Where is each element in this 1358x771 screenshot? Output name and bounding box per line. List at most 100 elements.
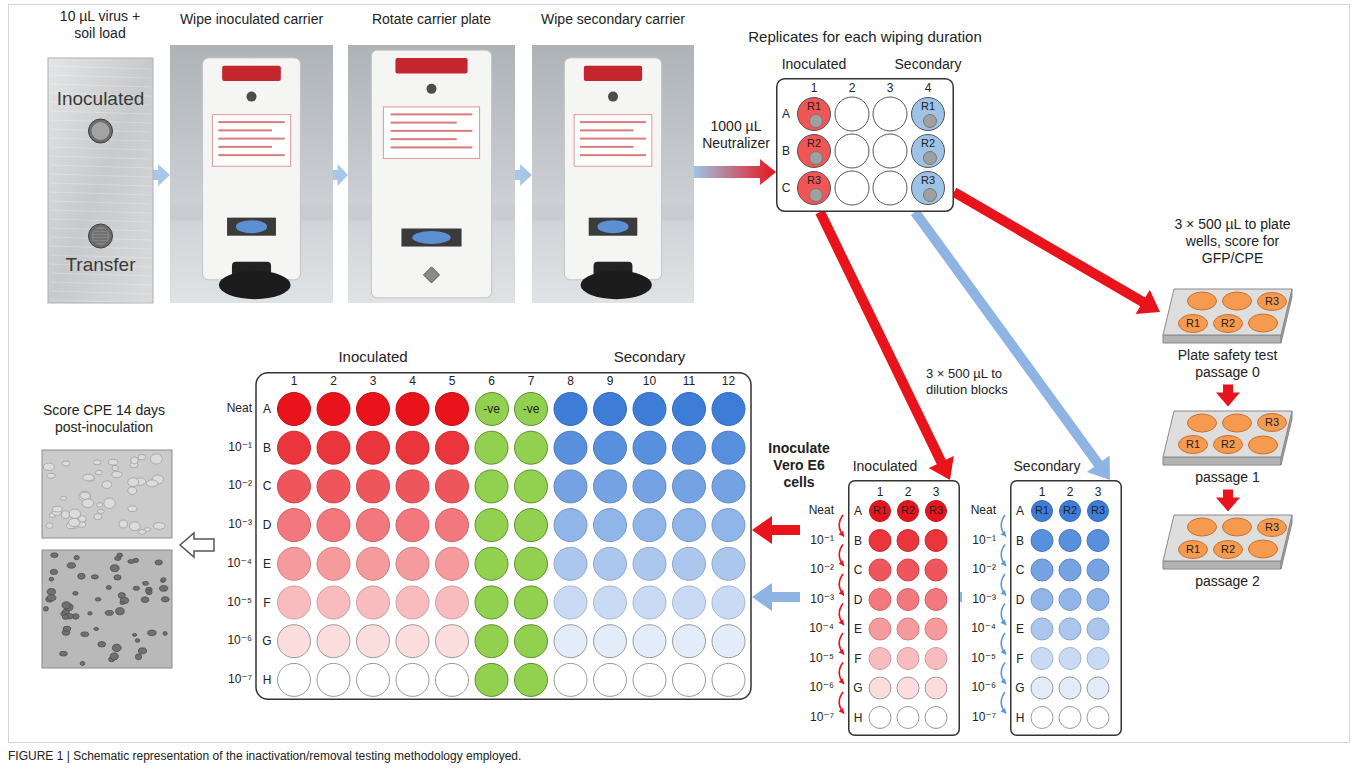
flow-arrow	[951, 188, 1160, 314]
text-slot: Inoculated	[764, 56, 864, 73]
text-slot: R2	[911, 137, 945, 150]
carrier-texture	[94, 242, 108, 243]
text-slot: 1	[284, 374, 304, 388]
plate-well	[436, 625, 469, 658]
text-slot: F	[851, 652, 865, 666]
plate-well	[475, 586, 508, 619]
well-outline	[1179, 314, 1208, 332]
dilution-well	[1087, 530, 1109, 552]
carrier-surface	[92, 122, 110, 140]
text-slot: R1	[797, 100, 831, 113]
step-heading: 10 µL virus + soil load	[51, 8, 149, 42]
culture-well	[1223, 292, 1252, 310]
text-slot: 10⁻³	[962, 592, 996, 606]
warning-print	[218, 154, 285, 156]
carrier-disc	[810, 115, 823, 128]
cell	[135, 639, 139, 643]
plate-well	[515, 470, 548, 503]
plate-well	[554, 625, 587, 658]
culture-well: R3	[1257, 413, 1287, 432]
cell	[128, 478, 139, 487]
dilution-well: R2	[897, 500, 919, 522]
text-slot: R3	[1257, 416, 1287, 429]
twelve-well-plate: R1R1R2R2R3R3Replicates for each wiping d…	[776, 78, 954, 212]
plate-well	[594, 586, 627, 619]
carrier-disc	[924, 189, 937, 202]
plate-well	[554, 663, 587, 696]
dilution-label: Neat	[962, 503, 996, 517]
plate-well	[515, 509, 548, 542]
plate-well	[594, 625, 627, 658]
cell	[129, 522, 140, 531]
cell	[67, 563, 75, 568]
text-slot: Score CPE 14 days post-inoculation	[28, 402, 180, 436]
plate-well	[278, 663, 311, 696]
cell	[119, 520, 127, 528]
node-shape	[28, 402, 180, 672]
well-outline	[912, 98, 945, 131]
plate-well	[357, 393, 390, 426]
text-slot: -ve	[514, 402, 548, 416]
column-group-label: Secondary	[590, 348, 710, 366]
arrow-label: 1000 µL Neutralizer	[698, 118, 774, 152]
dilution-well	[1031, 618, 1053, 640]
dilution-well	[1087, 589, 1109, 611]
cell	[117, 553, 123, 557]
text-slot: D	[851, 593, 865, 607]
replicate-label: R1	[1031, 504, 1053, 517]
dilution-label: 10⁻⁴	[800, 621, 834, 635]
wipe-slot	[401, 228, 461, 246]
text-slot: 3 × 500 µL to plate wells, score for GFP…	[1165, 216, 1300, 266]
plate-well	[357, 470, 390, 503]
cell	[62, 615, 68, 620]
cell	[112, 644, 121, 652]
plate-well	[317, 663, 350, 696]
text-slot: 10⁻¹	[962, 533, 996, 547]
tray-side	[1163, 335, 1281, 343]
text-slot: 4	[918, 81, 938, 95]
dilution-well	[925, 559, 947, 581]
column-number: 2	[842, 81, 862, 95]
tray-top	[1163, 515, 1292, 561]
culture-well	[1249, 540, 1278, 558]
well-outline	[1032, 501, 1053, 522]
node-shape	[348, 45, 515, 303]
culture-well	[1249, 314, 1278, 332]
plate-well	[633, 509, 666, 542]
plate-well	[712, 663, 745, 696]
carrier-disc	[924, 115, 937, 128]
text-slot: 2	[1060, 485, 1080, 499]
dilution-well	[897, 677, 919, 699]
dilution-label: 10⁻⁷	[214, 672, 252, 686]
cell	[47, 473, 55, 478]
text-slot: Secondary	[878, 56, 978, 73]
row-letter: C	[1013, 563, 1027, 577]
text-slot: G	[260, 634, 274, 648]
column-group-label: Secondary	[878, 56, 978, 73]
replicate-label: R1	[869, 504, 891, 517]
device-spindle	[427, 84, 437, 94]
dilution-step-arrow	[1001, 692, 1006, 714]
well-outline	[912, 172, 945, 205]
block-heading: Secondary	[997, 458, 1097, 475]
safety-test-plate: R3R1R2Plate safety test passage 0	[1160, 285, 1295, 385]
dilution-label: 10⁻⁵	[962, 651, 996, 665]
arrow-head	[1000, 590, 1006, 596]
carrier-well: R3	[797, 171, 831, 205]
plate-well	[594, 470, 627, 503]
dilution-block: R1R2R3Inoculated123ABCDEFGHNeat10⁻¹10⁻²1…	[800, 480, 960, 736]
plate-well	[396, 509, 429, 542]
plate-well	[357, 625, 390, 658]
column-number: 4	[918, 81, 938, 95]
dilution-well	[897, 648, 919, 670]
culture-well: R1	[1178, 314, 1208, 333]
culture-well	[1223, 414, 1252, 432]
text-slot: Inoculate Vero E6 cells	[760, 440, 838, 490]
text-slot: D	[1013, 593, 1027, 607]
column-number: 11	[679, 374, 699, 388]
plate-well	[317, 393, 350, 426]
tray-top	[1163, 289, 1292, 335]
wipe	[597, 220, 628, 233]
plate-well	[396, 470, 429, 503]
text-slot: Inoculated	[48, 88, 153, 111]
